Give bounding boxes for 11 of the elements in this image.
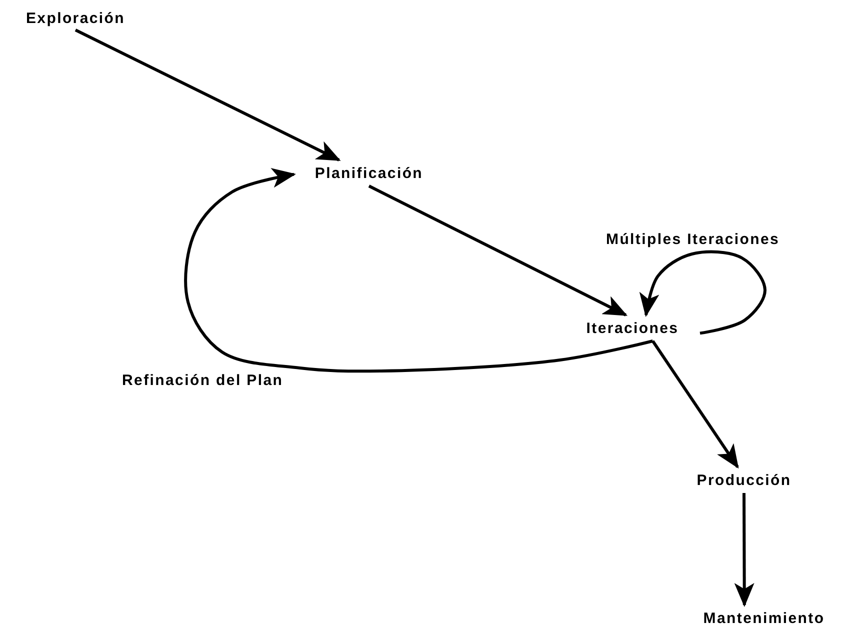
arrow (184, 168, 654, 373)
arrow (652, 340, 739, 469)
stage-label: Planificación (314, 164, 424, 182)
arrow (640, 250, 766, 335)
stage-label: Mantenimiento (703, 610, 825, 626)
arrow (368, 184, 628, 316)
arrow (74, 28, 341, 162)
arrow (734, 493, 754, 607)
stage-label: Iteraciones (586, 320, 679, 336)
stage-label: Exploración (26, 10, 126, 26)
stage-label: Producción (696, 472, 792, 488)
